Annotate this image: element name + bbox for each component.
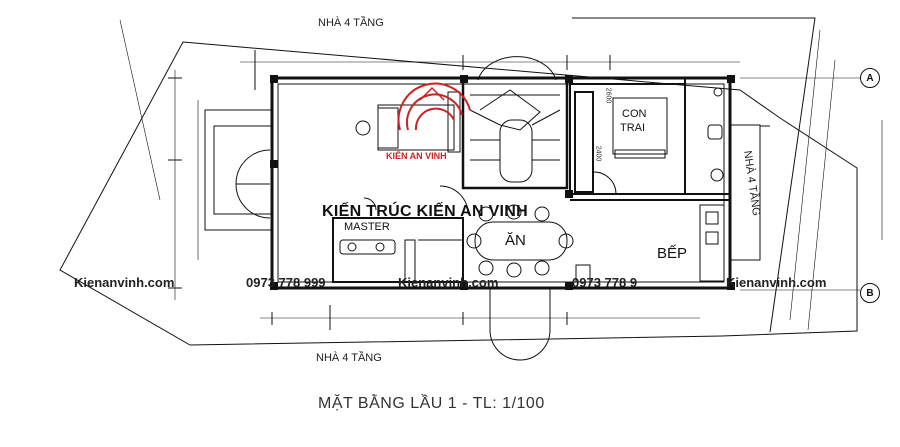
neighbor-top-label: NHÀ 4 TẦNG bbox=[318, 17, 384, 29]
master-bath bbox=[332, 217, 464, 283]
watermark-phone-1: 0973 778 999 bbox=[246, 275, 326, 290]
room-con-trai-label-2: TRAI bbox=[620, 122, 646, 134]
drawing-title: MẶT BẰNG LẦU 1 - TL: 1/100 bbox=[318, 395, 545, 412]
logo-mark bbox=[397, 82, 471, 131]
logo-text: KIẾN AN VINH bbox=[386, 151, 447, 161]
left-balcony bbox=[204, 109, 274, 231]
bottom-bay bbox=[489, 288, 551, 361]
grid-bubble-b: B bbox=[860, 283, 880, 303]
kitchen-counter bbox=[699, 204, 725, 282]
watermark-site-2: Kienanvinh.com bbox=[398, 275, 499, 290]
watermark-site-1: Kienanvinh.com bbox=[74, 275, 175, 290]
watermark-phone-2: 0973 778 9 bbox=[572, 275, 638, 290]
brand-title: KIẾN TRÚC KIẾN AN VINH bbox=[322, 203, 529, 220]
dining-table bbox=[466, 204, 574, 278]
dimension-2400: 2400 bbox=[594, 145, 602, 162]
watermark-site-3: Kienanvinh.com bbox=[726, 275, 827, 290]
stair-core bbox=[461, 76, 569, 190]
room-an-label: ĂN bbox=[505, 232, 526, 249]
grid-bubble-a: A bbox=[860, 68, 880, 88]
neighbor-right-boundary bbox=[572, 17, 816, 333]
room-con-trai-label-1: CON bbox=[622, 108, 647, 120]
room-master-label: MASTER bbox=[344, 221, 390, 233]
dimension-2600: 2600 bbox=[604, 87, 612, 104]
lot-boundary bbox=[59, 41, 858, 346]
neighbor-bottom-label: NHÀ 4 TẦNG bbox=[316, 352, 382, 364]
bedroom-con-trai bbox=[569, 83, 686, 195]
room-bep-label: BẾP bbox=[657, 245, 688, 262]
